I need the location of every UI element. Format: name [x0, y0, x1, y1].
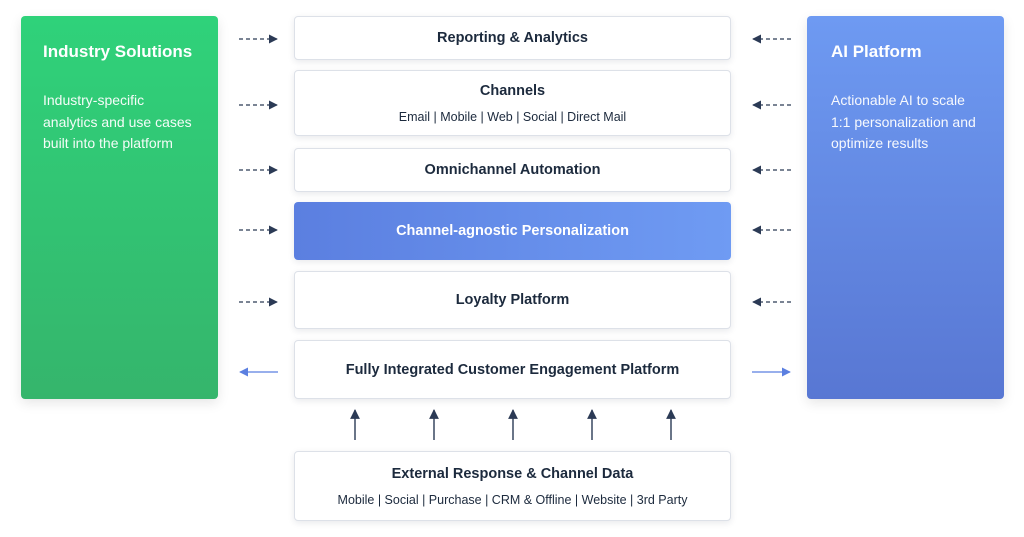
omnichannel-automation-box: Omnichannel Automation: [294, 148, 731, 192]
loyalty-platform-box: Loyalty Platform: [294, 271, 731, 329]
channels-title: Channels: [479, 82, 546, 99]
industry-solutions-description: Industry-specific analytics and use case…: [43, 92, 192, 151]
channels-subtitle: Email | Mobile | Web | Social | Direct M…: [398, 109, 627, 124]
external-data-subtitle: Mobile | Social | Purchase | CRM & Offli…: [337, 492, 688, 507]
ai-platform-panel: AI Platform Actionable AI to scale 1:1 p…: [807, 16, 1004, 399]
engagement-platform-title: Fully Integrated Customer Engagement Pla…: [345, 361, 680, 378]
external-data-box: External Response & Channel Data Mobile …: [294, 451, 731, 521]
external-data-title: External Response & Channel Data: [391, 465, 634, 482]
ai-platform-title: AI Platform: [831, 42, 922, 61]
reporting-analytics-box: Reporting & Analytics: [294, 16, 731, 60]
ai-platform-description: Actionable AI to scale 1:1 personalizati…: [831, 92, 976, 151]
omnichannel-automation-title: Omnichannel Automation: [424, 162, 601, 178]
engagement-platform-box: Fully Integrated Customer Engagement Pla…: [294, 340, 731, 399]
industry-solutions-title: Industry Solutions: [43, 42, 193, 61]
personalization-box: Channel-agnostic Personalization: [294, 202, 731, 260]
reporting-analytics-title: Reporting & Analytics: [437, 30, 588, 46]
channels-box: Channels Email | Mobile | Web | Social |…: [294, 70, 731, 136]
industry-solutions-panel: Industry Solutions Industry-specific ana…: [21, 16, 218, 399]
loyalty-platform-title: Loyalty Platform: [455, 292, 570, 308]
personalization-title: Channel-agnostic Personalization: [396, 223, 629, 239]
